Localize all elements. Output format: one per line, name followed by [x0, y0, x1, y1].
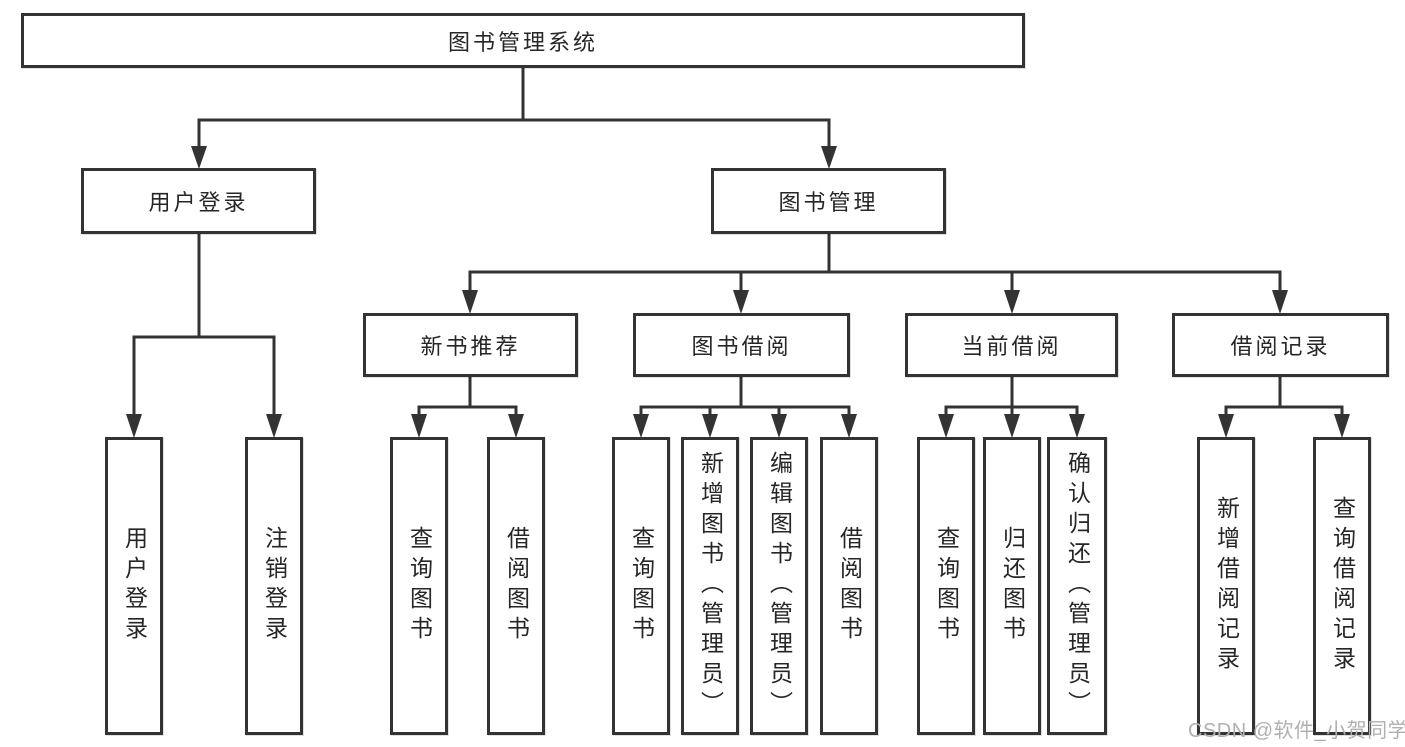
arrowhead-leaf-borrow-book-1 — [508, 414, 524, 438]
arrowhead-book-borrow — [733, 290, 749, 314]
node-leaf-confirm-return-label: 确认归还（管理员） — [1064, 451, 1091, 721]
arrowhead-leaf-borrow-book-2 — [841, 414, 857, 438]
node-leaf-query-record-label: 查询借阅记录 — [1329, 496, 1356, 676]
node-leaf-borrow-book-2-label: 借阅图书 — [836, 526, 863, 646]
node-leaf-query-book-2: 查询图书 — [612, 437, 670, 735]
node-leaf-query-book-2-label: 查询图书 — [628, 526, 655, 646]
arrowhead-leaf-query-book-2 — [633, 414, 649, 438]
arrowhead-leaf-query-book-3 — [938, 414, 954, 438]
arrowhead-user-login — [191, 146, 207, 169]
arrowhead-leaf-add-record — [1218, 414, 1234, 438]
node-leaf-add-record-label: 新增借阅记录 — [1213, 496, 1240, 676]
arrowhead-current-borrow — [1004, 290, 1020, 314]
node-leaf-query-record: 查询借阅记录 — [1313, 437, 1371, 735]
node-leaf-query-book-1: 查询图书 — [390, 437, 448, 735]
node-leaf-confirm-return: 确认归还（管理员） — [1047, 437, 1107, 735]
arrowhead-leaf-query-record — [1334, 414, 1350, 438]
node-leaf-edit-book: 编辑图书（管理员） — [750, 437, 808, 735]
node-borrow-records-label: 借阅记录 — [1230, 334, 1331, 359]
node-current-borrow: 当前借阅 — [905, 313, 1118, 377]
node-leaf-borrow-book-1-label: 借阅图书 — [503, 526, 530, 646]
node-leaf-borrow-book-1: 借阅图书 — [487, 437, 545, 735]
node-leaf-query-book-3-label: 查询图书 — [933, 526, 960, 646]
arrowhead-leaf-query-book-1 — [411, 414, 427, 438]
arrowhead-book-mgmt — [821, 146, 837, 169]
node-user-login: 用户登录 — [81, 168, 316, 234]
arrowhead-borrow-records — [1272, 290, 1288, 314]
node-leaf-add-book: 新增图书（管理员） — [681, 437, 739, 735]
node-leaf-edit-book-label: 编辑图书（管理员） — [766, 451, 793, 721]
arrowhead-leaf-logout — [266, 414, 282, 438]
node-leaf-return-book: 归还图书 — [983, 437, 1041, 735]
node-current-borrow-label: 当前借阅 — [961, 334, 1062, 359]
node-leaf-add-record: 新增借阅记录 — [1197, 437, 1255, 735]
node-book-borrow: 图书借阅 — [633, 313, 850, 377]
node-root-label: 图书管理系统 — [447, 29, 598, 55]
node-user-login-label: 用户登录 — [148, 190, 249, 215]
node-leaf-add-book-label: 新增图书（管理员） — [697, 451, 724, 721]
node-book-mgmt-label: 图书管理 — [778, 190, 879, 215]
node-leaf-logout-label: 注销登录 — [261, 526, 288, 646]
arrowhead-leaf-confirm-return — [1069, 414, 1085, 438]
node-book-borrow-label: 图书借阅 — [691, 334, 792, 359]
arrowhead-leaf-return-book — [1004, 414, 1020, 438]
node-leaf-user-login: 用户登录 — [105, 437, 163, 735]
node-new-book-rec: 新书推荐 — [363, 313, 578, 377]
node-new-book-rec-label: 新书推荐 — [420, 334, 521, 359]
node-book-mgmt: 图书管理 — [711, 168, 946, 234]
node-borrow-records: 借阅记录 — [1172, 313, 1389, 377]
watermark: CSDN @软件_小贺同学 — [1188, 720, 1405, 742]
arrowhead-leaf-user-login — [126, 414, 142, 438]
node-root: 图书管理系统 — [21, 13, 1025, 68]
arrowhead-leaf-add-book — [702, 414, 718, 438]
arrowhead-new-book-rec — [462, 290, 478, 314]
node-leaf-borrow-book-2: 借阅图书 — [820, 437, 878, 735]
node-leaf-query-book-3: 查询图书 — [917, 437, 975, 735]
node-leaf-return-book-label: 归还图书 — [999, 526, 1026, 646]
node-leaf-logout: 注销登录 — [245, 437, 303, 735]
arrowhead-leaf-edit-book — [771, 414, 787, 438]
node-leaf-user-login-label: 用户登录 — [121, 526, 148, 646]
node-leaf-query-book-1-label: 查询图书 — [406, 526, 433, 646]
